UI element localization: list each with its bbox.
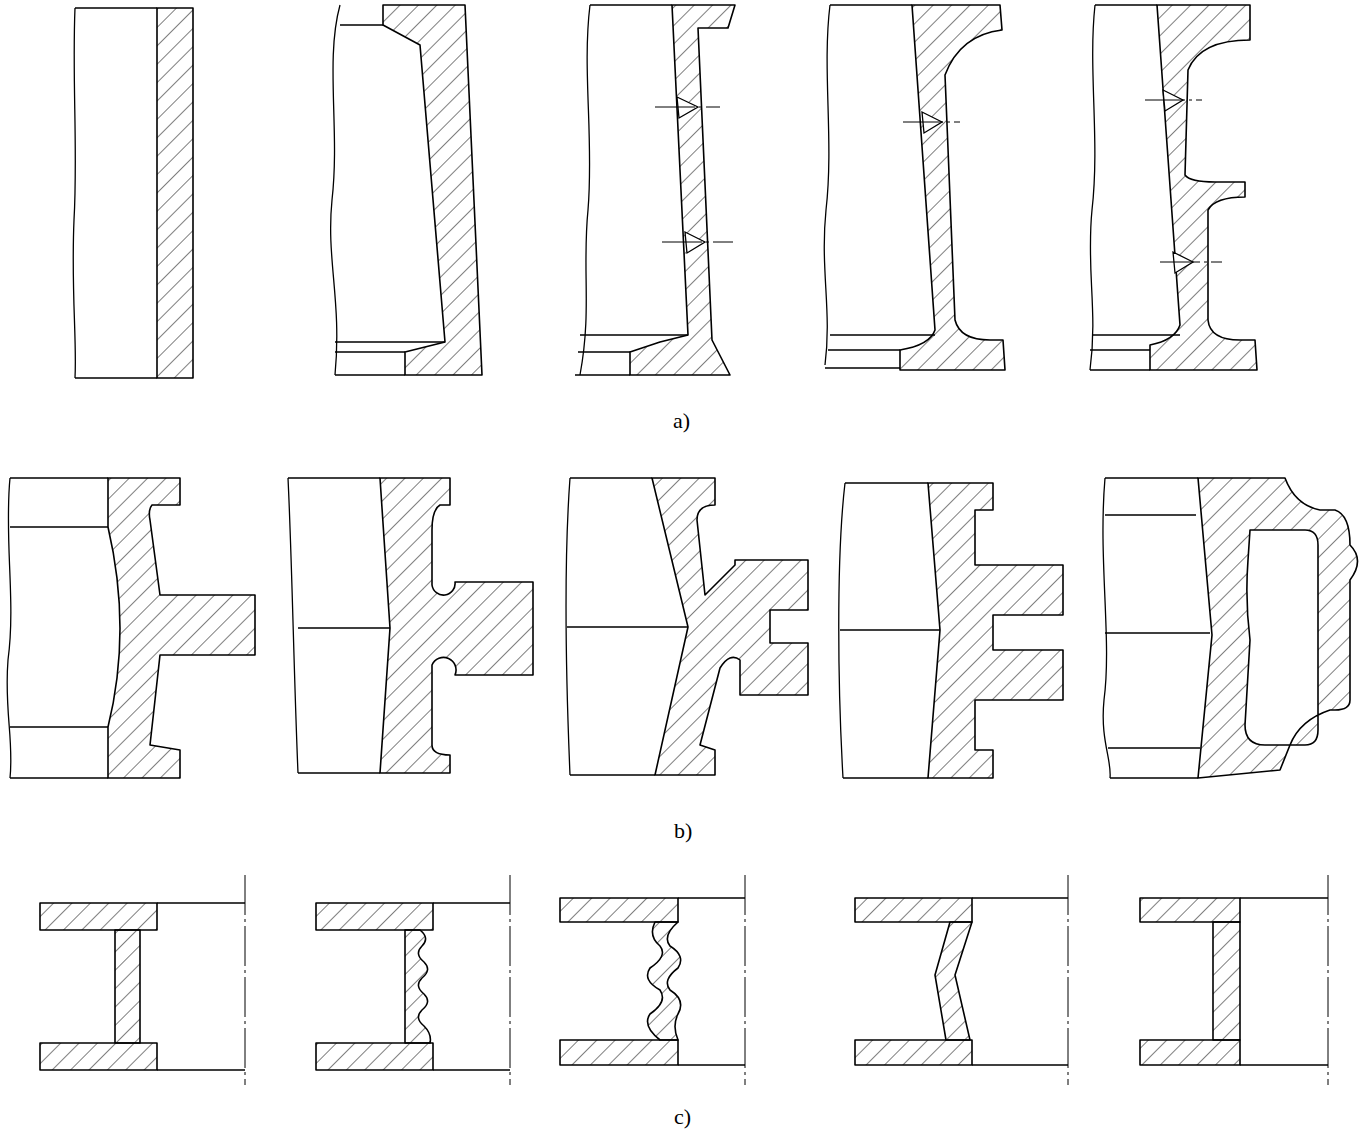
subfigure-label: a) (673, 410, 690, 432)
row-c-figures (40, 875, 1328, 1085)
row-a-figures (73, 5, 1257, 378)
subfigure-label: c) (674, 1106, 691, 1128)
row-b-figures (7, 478, 1357, 778)
subfigure-label: b) (674, 820, 692, 842)
